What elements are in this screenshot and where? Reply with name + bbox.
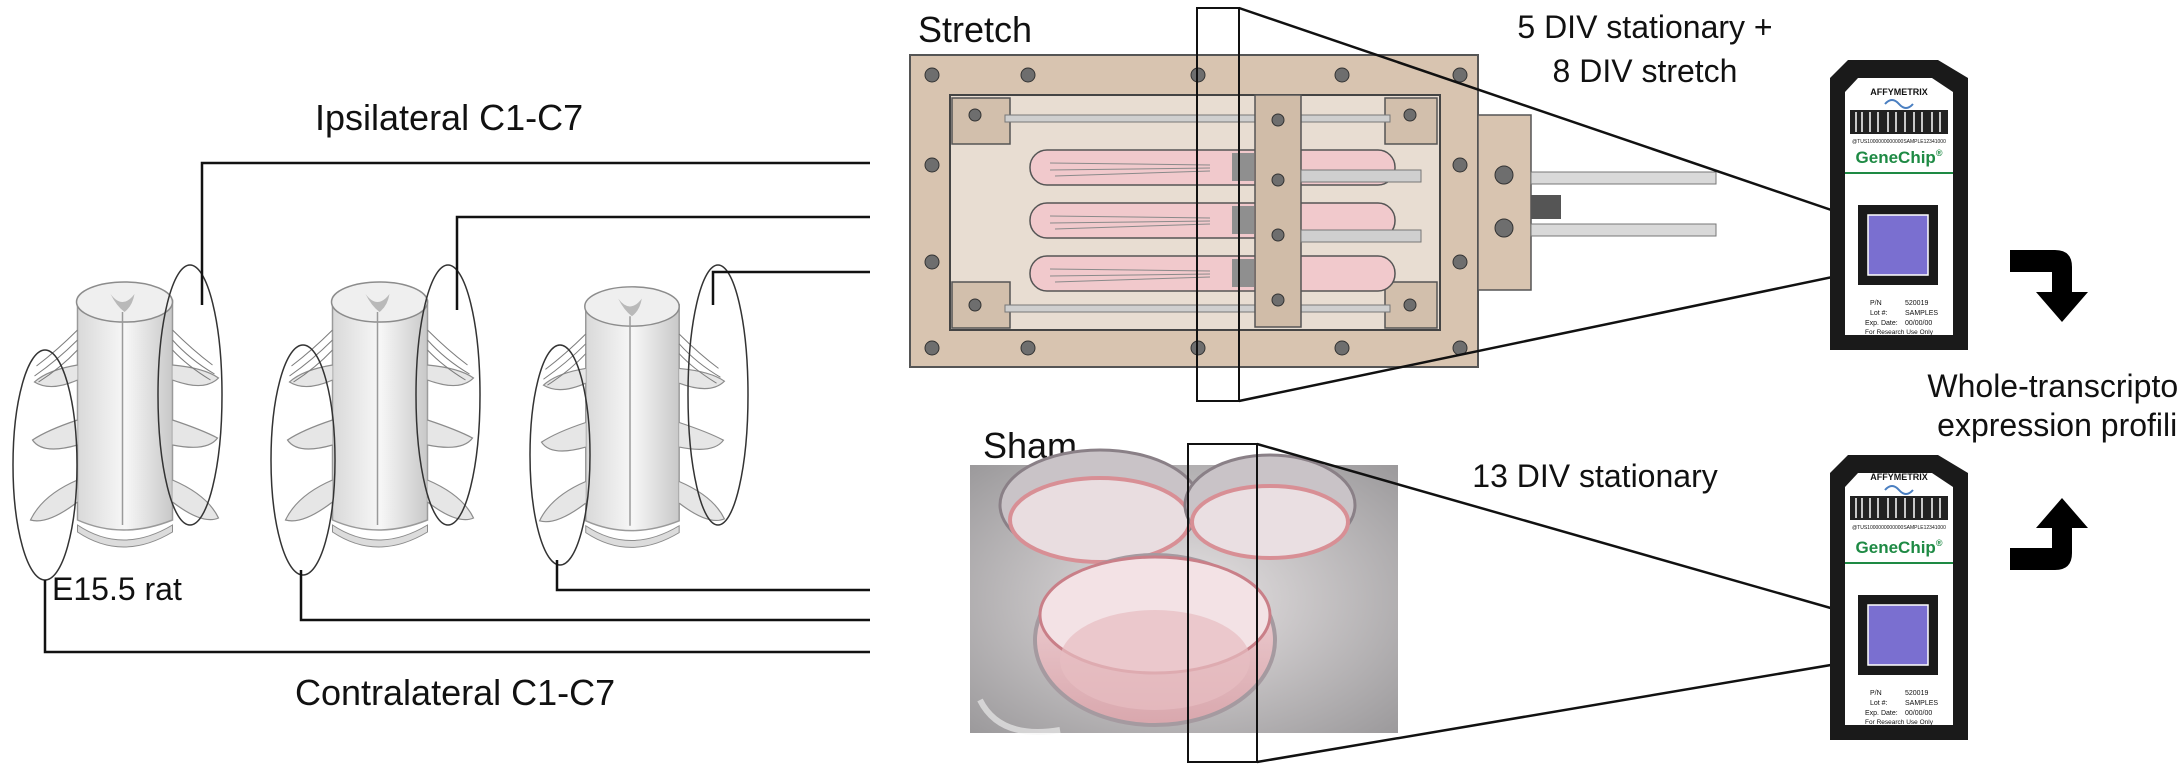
svg-text:520019: 520019 [1905,690,1928,697]
profiling-label-1: Whole-transcriptome [1927,368,2178,404]
svg-text:SAMPLES: SAMPLES [1905,310,1938,317]
genechip-top: AFFYMETRIX @TUS1000000000000SAMPLE123410… [1830,60,1968,350]
stretch-selection-box [1196,7,1240,402]
ipsi-ellipse-3 [687,264,749,526]
contralateral-lines [43,560,870,654]
profiling-label-2: expression profiling [1937,407,2178,443]
svg-text:00/00/00: 00/00/00 [1905,710,1932,717]
ipsi-ellipse-2 [415,264,481,526]
genechip-brand: AFFYMETRIX [1870,87,1928,97]
svg-text:520019: 520019 [1905,300,1928,307]
sham-zoom-lines [1256,442,1891,764]
genechip-brand-2: AFFYMETRIX [1870,472,1928,482]
arrow-up-icon [2010,498,2088,570]
e15-label: E15.5 rat [52,571,182,607]
svg-text:SAMPLES: SAMPLES [1905,700,1938,707]
svg-text:P/N: P/N [1870,300,1882,307]
svg-text:@TUS1000000000000SAMPLE1234100: @TUS1000000000000SAMPLE12341000 [1852,139,1946,145]
stretch-zoom-lines [1238,6,1891,403]
svg-text:Lot #:: Lot #: [1870,700,1888,707]
spinal-cord-1 [12,264,223,581]
svg-text:@TUS1000000000000SAMPLE1234100: @TUS1000000000000SAMPLE12341000 [1852,525,1946,531]
svg-text:Exp. Date:: Exp. Date: [1865,320,1898,327]
arrow-down-icon [2010,250,2088,322]
svg-text:Exp. Date:: Exp. Date: [1865,710,1898,717]
stretch-device [909,54,1717,368]
svg-text:For Research Use Only: For Research Use Only [1865,329,1934,336]
sham-condition: 13 DIV stationary [1472,458,1717,494]
contra-ellipse-3 [529,344,591,566]
sham-photo [970,448,1398,735]
svg-text:Lot #:: Lot #: [1870,310,1888,317]
genechip-name-2: GeneChip® [1856,538,1943,557]
ipsilateral-label: Ipsilateral C1-C7 [315,97,583,138]
contra-ellipse-2 [270,344,336,576]
svg-text:For Research Use Only: For Research Use Only [1865,719,1934,726]
svg-text:00/00/00: 00/00/00 [1905,320,1932,327]
genechip-bottom: AFFYMETRIX @TUS1000000000000SAMPLE123410… [1830,455,1968,740]
stretch-label: Stretch [918,9,1032,50]
genechip-name: GeneChip® [1856,148,1943,167]
contralateral-label: Contralateral C1-C7 [295,672,615,713]
stretch-condition-2: 8 DIV stretch [1553,53,1738,89]
stretch-condition-1: 5 DIV stationary + [1517,9,1772,45]
spinal-cord-2 [270,264,481,576]
sham-selection-box [1187,443,1258,763]
ipsi-ellipse-1 [157,264,223,526]
spinal-cord-3 [529,264,749,566]
ipsilateral-lines [200,161,870,310]
svg-text:P/N: P/N [1870,690,1882,697]
